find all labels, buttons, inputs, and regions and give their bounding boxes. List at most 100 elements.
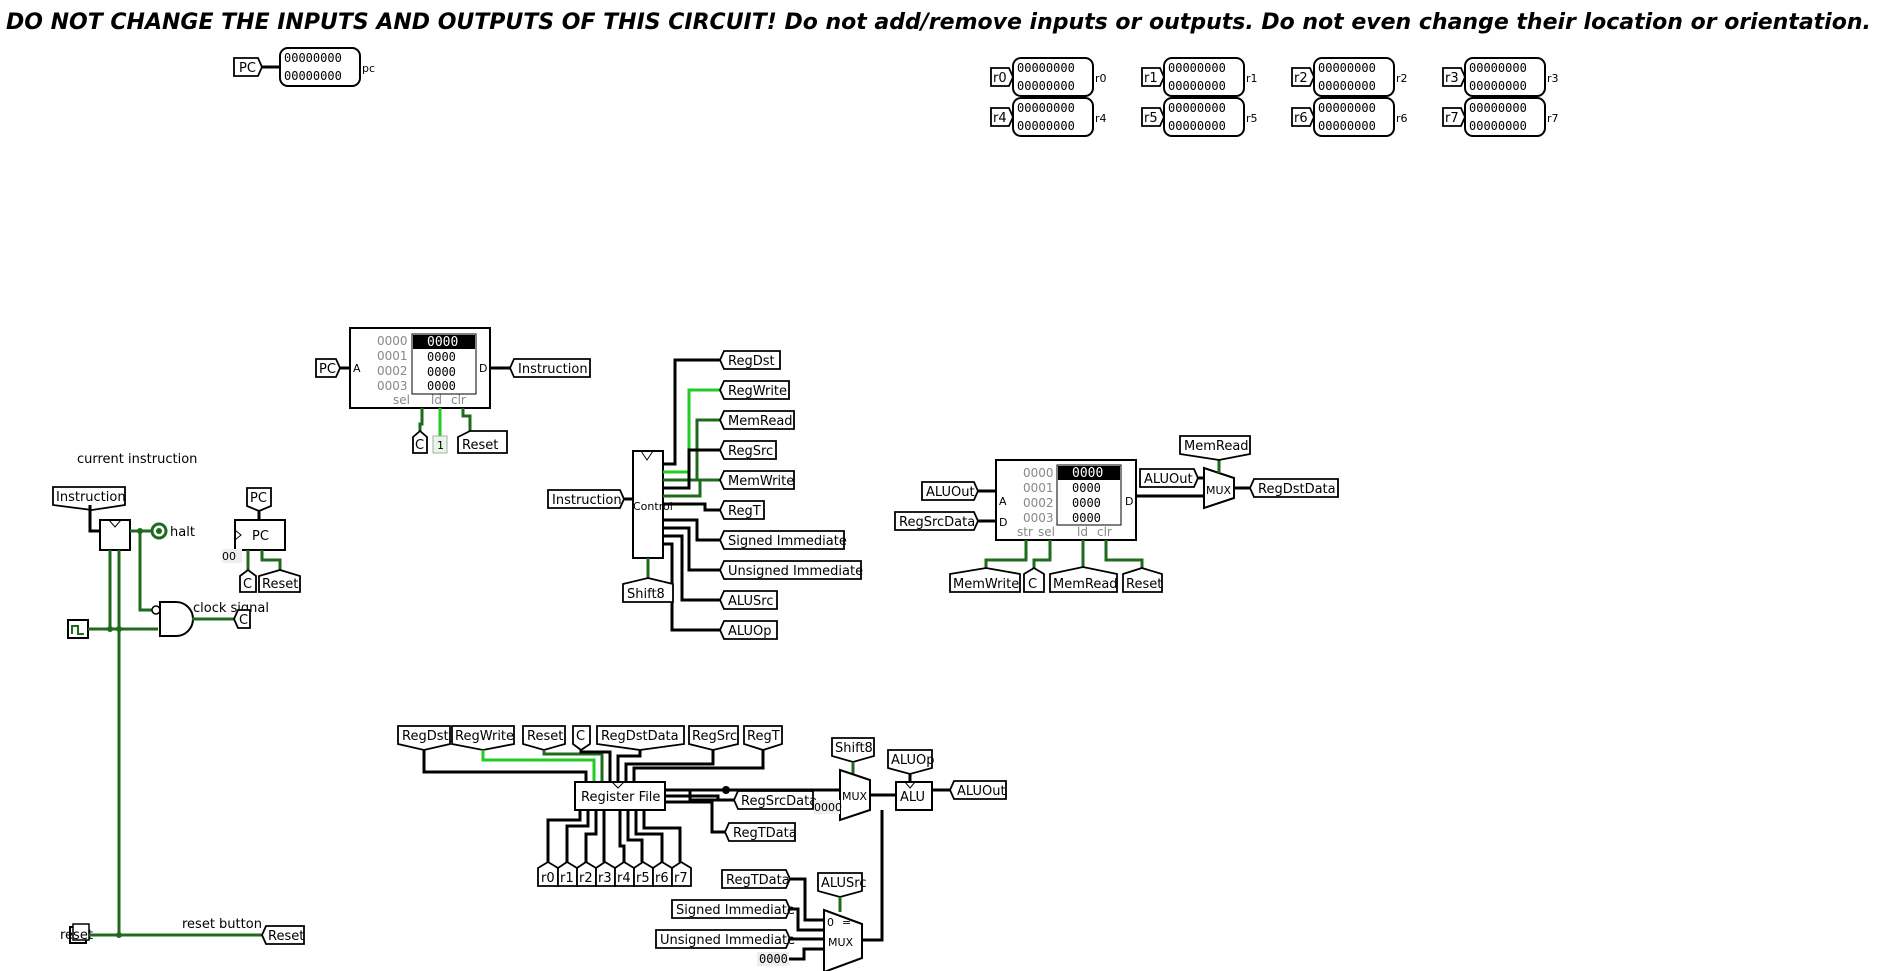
alusrc-section: ALUSrc RegTData Signed Immediate Unsigne… bbox=[655, 869, 866, 971]
svg-text:r1: r1 bbox=[1246, 72, 1258, 85]
svg-text:0001: 0001 bbox=[1023, 481, 1054, 495]
svg-text:r5: r5 bbox=[1144, 111, 1158, 126]
svg-text:1: 1 bbox=[437, 439, 444, 452]
control-unit[interactable]: Instruction Control RegDst RegWrite MemR… bbox=[547, 350, 863, 640]
register-file-section: RegDst RegWrite Reset C RegDstData RegSr… bbox=[397, 725, 850, 887]
svg-text:r7: r7 bbox=[1445, 111, 1459, 126]
svg-text:00000000: 00000000 bbox=[1168, 61, 1226, 75]
pc-tunnel bbox=[233, 57, 263, 77]
svg-text:RegSrc: RegSrc bbox=[728, 444, 773, 459]
svg-text:RegTData: RegTData bbox=[726, 873, 790, 888]
svg-text:ld: ld bbox=[1077, 525, 1088, 539]
imem-pc-tunnel bbox=[315, 358, 341, 378]
svg-text:r7: r7 bbox=[674, 871, 688, 886]
pc-probe[interactable]: PC 00000000 00000000 pc bbox=[233, 47, 375, 87]
svg-text:0000: 0000 bbox=[1072, 481, 1101, 495]
svg-text:Reset: Reset bbox=[462, 438, 498, 453]
svg-text:ALUOp: ALUOp bbox=[891, 753, 935, 768]
svg-text:MUX: MUX bbox=[842, 790, 868, 803]
svg-text:RegDst: RegDst bbox=[402, 729, 449, 744]
data-memory[interactable]: ALUOut RegSrcData A D D 0000 0001 0002 0… bbox=[894, 435, 1339, 593]
svg-text:0003: 0003 bbox=[1023, 511, 1054, 525]
svg-text:00000000: 00000000 bbox=[284, 51, 342, 65]
svg-text:Reset: Reset bbox=[527, 729, 563, 744]
svg-text:00000000: 00000000 bbox=[1318, 61, 1376, 75]
reset-tunnel bbox=[261, 925, 305, 945]
svg-text:00000000: 00000000 bbox=[1318, 119, 1376, 133]
svg-text:ALUOp: ALUOp bbox=[728, 624, 772, 639]
svg-text:Signed Immediate: Signed Immediate bbox=[728, 534, 847, 549]
svg-text:Instruction: Instruction bbox=[552, 493, 622, 508]
svg-text:r5: r5 bbox=[1246, 112, 1258, 125]
svg-text:0000: 0000 bbox=[759, 952, 788, 966]
svg-text:RegWrite: RegWrite bbox=[455, 729, 514, 744]
pcreg-tunnel bbox=[246, 487, 272, 512]
svg-text:PC: PC bbox=[239, 61, 256, 76]
svg-text:MemRead: MemRead bbox=[728, 414, 793, 429]
svg-text:ALUSrc: ALUSrc bbox=[728, 594, 773, 609]
probe-r3[interactable]: r3 00000000 00000000 r3 bbox=[1442, 57, 1559, 97]
svg-text:MemWrite: MemWrite bbox=[953, 577, 1019, 592]
svg-text:00000000: 00000000 bbox=[1017, 101, 1075, 115]
svg-text:Register File: Register File bbox=[581, 790, 660, 805]
instruction-memory[interactable]: PC A D 0000 0001 0002 0003 0000 0000 000… bbox=[315, 327, 591, 454]
svg-text:00000000: 00000000 bbox=[1469, 79, 1527, 93]
svg-text:0000: 0000 bbox=[377, 334, 408, 348]
svg-text:Shift8: Shift8 bbox=[835, 741, 873, 756]
svg-text:Instruction: Instruction bbox=[518, 362, 588, 377]
svg-text:Shift8: Shift8 bbox=[627, 587, 665, 602]
svg-text:Reset: Reset bbox=[1126, 577, 1162, 592]
svg-text:RegDst: RegDst bbox=[728, 354, 775, 369]
svg-text:0002: 0002 bbox=[377, 364, 408, 378]
svg-text:C: C bbox=[1028, 577, 1037, 592]
svg-text:0000: 0000 bbox=[427, 379, 456, 393]
svg-text:00000000: 00000000 bbox=[1017, 79, 1075, 93]
svg-text:MemRead: MemRead bbox=[1184, 439, 1249, 454]
probe-r2[interactable]: r2 00000000 00000000 r2 bbox=[1291, 57, 1408, 97]
probe-r4[interactable]: r4 00000000 00000000 r4 bbox=[990, 97, 1107, 137]
svg-text:Signed Immediate: Signed Immediate bbox=[676, 903, 795, 918]
svg-text:00000000: 00000000 bbox=[1469, 119, 1527, 133]
probe-r1[interactable]: r1 00000000 00000000 r1 bbox=[1141, 57, 1258, 97]
svg-text:halt: halt bbox=[170, 525, 195, 540]
svg-text:r2: r2 bbox=[579, 871, 593, 886]
probe-r5[interactable]: r5 00000000 00000000 r5 bbox=[1141, 97, 1258, 137]
svg-text:sel: sel bbox=[393, 393, 410, 407]
svg-text:r1: r1 bbox=[1144, 71, 1158, 86]
svg-text:00000000: 00000000 bbox=[1318, 101, 1376, 115]
svg-text:r6: r6 bbox=[1294, 111, 1308, 126]
and-gate bbox=[159, 601, 194, 637]
svg-text:r3: r3 bbox=[598, 871, 612, 886]
svg-text:00: 00 bbox=[222, 550, 236, 563]
probe-r6[interactable]: r6 00000000 00000000 r6 bbox=[1291, 97, 1408, 137]
warning-banner: DO NOT CHANGE THE INPUTS AND OUTPUTS OF … bbox=[6, 10, 1871, 35]
control-instruction-tunnel bbox=[547, 489, 625, 509]
probe-r7[interactable]: r7 00000000 00000000 r7 bbox=[1442, 97, 1559, 137]
svg-text:clr: clr bbox=[451, 393, 466, 407]
probe-r0[interactable]: r0 00000000 00000000 r0 bbox=[990, 57, 1107, 97]
svg-text:Reset: Reset bbox=[268, 929, 304, 944]
svg-text:MUX: MUX bbox=[1206, 484, 1232, 497]
svg-text:Instruction: Instruction bbox=[56, 490, 126, 505]
svg-text:0002: 0002 bbox=[1023, 496, 1054, 510]
svg-text:r6: r6 bbox=[1396, 112, 1408, 125]
svg-text:r6: r6 bbox=[655, 871, 669, 886]
svg-text:MUX: MUX bbox=[828, 936, 854, 949]
svg-text:MemRead: MemRead bbox=[1053, 577, 1118, 592]
svg-text:A: A bbox=[999, 495, 1007, 508]
svg-text:r0: r0 bbox=[993, 71, 1007, 86]
svg-text:PC: PC bbox=[250, 491, 267, 506]
svg-text:RegSrcData: RegSrcData bbox=[741, 794, 817, 809]
svg-text:00000000: 00000000 bbox=[1017, 119, 1075, 133]
svg-text:r3: r3 bbox=[1547, 72, 1559, 85]
svg-text:reset button: reset button bbox=[182, 917, 262, 932]
svg-text:ld: ld bbox=[431, 393, 442, 407]
svg-text:00000000: 00000000 bbox=[1469, 61, 1527, 75]
imem-instruction-tunnel bbox=[509, 358, 591, 378]
svg-text:0000: 0000 bbox=[427, 335, 458, 350]
svg-text:00000000: 00000000 bbox=[1168, 101, 1226, 115]
svg-text:PC: PC bbox=[319, 362, 336, 377]
pc-register[interactable] bbox=[234, 519, 286, 551]
svg-text:0003: 0003 bbox=[377, 379, 408, 393]
